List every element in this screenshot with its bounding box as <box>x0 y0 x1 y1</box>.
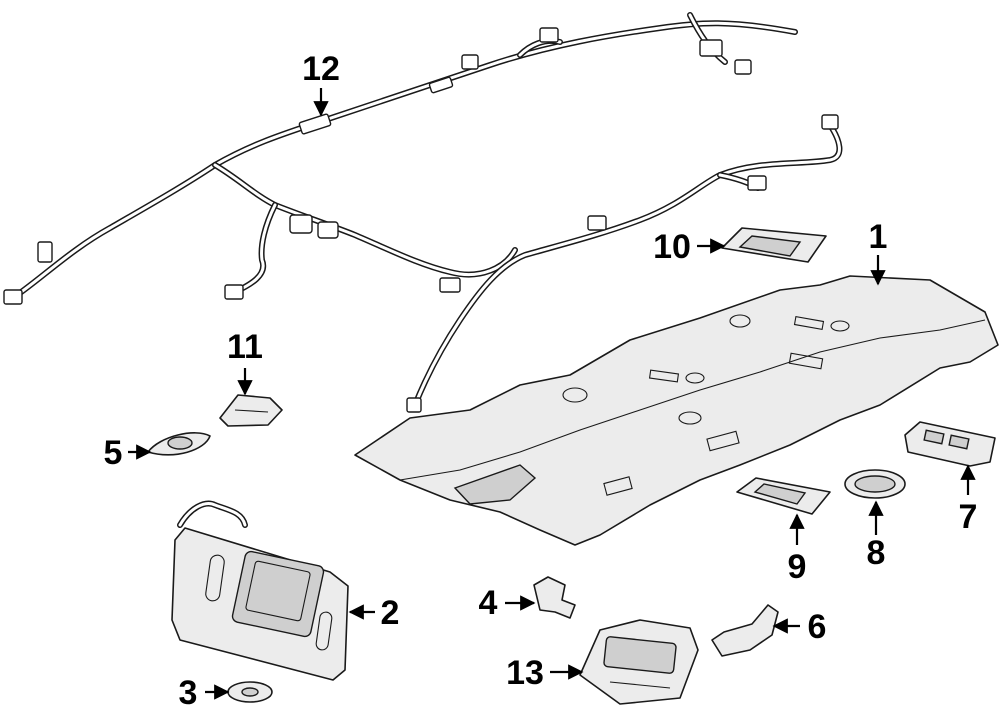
callout-1: 1 <box>869 218 888 256</box>
clip-bracket <box>219 394 283 427</box>
cap-cover <box>147 432 211 456</box>
callout-2: 2 <box>381 594 400 632</box>
bracket <box>533 576 576 619</box>
callout-11: 11 <box>227 328 263 366</box>
callout-arrows <box>128 88 976 700</box>
lamp-assembly <box>904 421 996 467</box>
sun-visor <box>171 500 349 681</box>
callout-8: 8 <box>867 534 886 572</box>
callout-10: 10 <box>653 228 691 266</box>
headliner-panel <box>354 275 999 546</box>
overhead-console <box>579 619 699 705</box>
reading-lamp <box>736 477 831 515</box>
callout-12: 12 <box>302 50 340 88</box>
callout-5: 5 <box>104 434 123 472</box>
round-cover <box>844 469 906 499</box>
visor-clip <box>227 681 273 703</box>
callout-7: 7 <box>959 498 978 536</box>
callout-13: 13 <box>506 654 544 692</box>
dome-lamp <box>721 227 827 263</box>
callout-labels: 1 2 3 4 5 6 7 8 9 10 11 12 13 <box>104 50 978 712</box>
wiring-harness-upper <box>3 12 798 305</box>
callout-9: 9 <box>788 548 807 586</box>
wiring-harness-rear <box>406 114 843 413</box>
callout-6: 6 <box>808 608 827 646</box>
grab-handle <box>711 604 779 657</box>
callout-4: 4 <box>479 584 498 622</box>
callout-3: 3 <box>179 674 198 712</box>
